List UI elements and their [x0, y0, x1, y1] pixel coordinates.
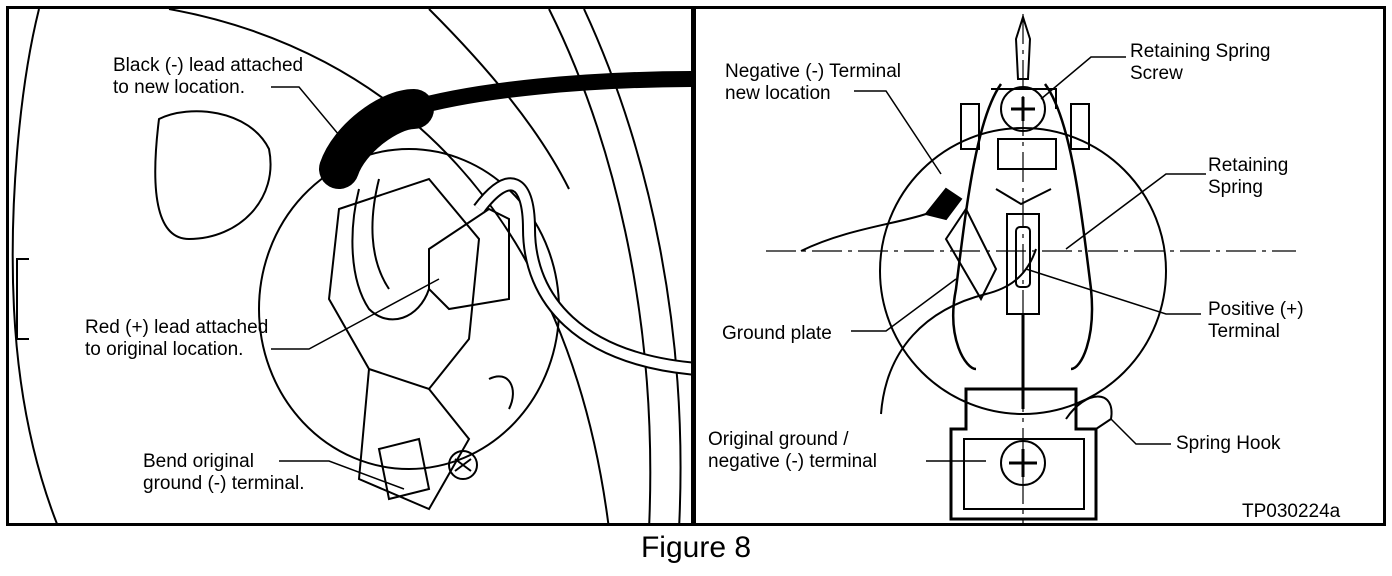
headlamp-rear-illustration: [11, 9, 691, 523]
negative-terminal-new-label: Negative (-) Terminal new location: [725, 61, 901, 104]
retaining-spring-screw-label: Retaining Spring Screw: [1130, 41, 1271, 84]
retaining-spring-label: Retaining Spring: [1208, 155, 1289, 198]
right-illustration-panel: Negative (-) Terminal new location Retai…: [693, 6, 1386, 526]
positive-terminal-label: Positive (+) Terminal: [1208, 299, 1304, 342]
red-lead-label: Red (+) lead attached to original locati…: [85, 317, 269, 360]
original-ground-terminal-label: Original ground / negative (-) terminal: [708, 429, 877, 472]
bulb-terminal-diagram: [766, 13, 1296, 523]
bend-terminal-label: Bend original ground (-) terminal.: [143, 451, 305, 494]
spring-hook-label: Spring Hook: [1176, 433, 1281, 454]
left-illustration-panel: Black (-) lead attached to new location.…: [6, 6, 694, 526]
figure-code: TP030224a: [1242, 501, 1341, 522]
ground-plate-label: Ground plate: [722, 323, 832, 344]
black-lead-label: Black (-) lead attached to new location.: [113, 55, 304, 98]
figure-caption: Figure 8: [640, 531, 752, 564]
